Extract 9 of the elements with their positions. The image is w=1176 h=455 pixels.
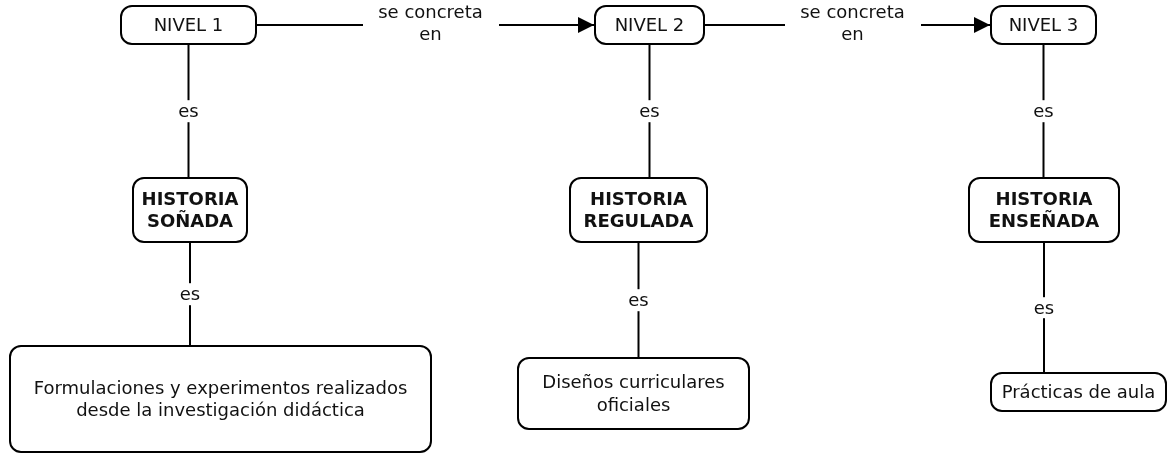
concept-box: NIVEL 1 bbox=[120, 5, 257, 45]
concept-box: HISTORIA SOÑADA bbox=[132, 177, 248, 243]
concept-box: Diseños curriculares oficiales bbox=[517, 357, 750, 430]
concept-box: Prácticas de aula bbox=[990, 372, 1167, 412]
concept-box: Formulaciones y experimentos realizados desde la investigación didáctica bbox=[9, 345, 432, 453]
concept-box: HISTORIA REGULADA bbox=[569, 177, 708, 243]
concept-box: HISTORIA ENSEÑADA bbox=[968, 177, 1120, 243]
concept-box: NIVEL 2 bbox=[594, 5, 705, 45]
concept-box: NIVEL 3 bbox=[990, 5, 1097, 45]
